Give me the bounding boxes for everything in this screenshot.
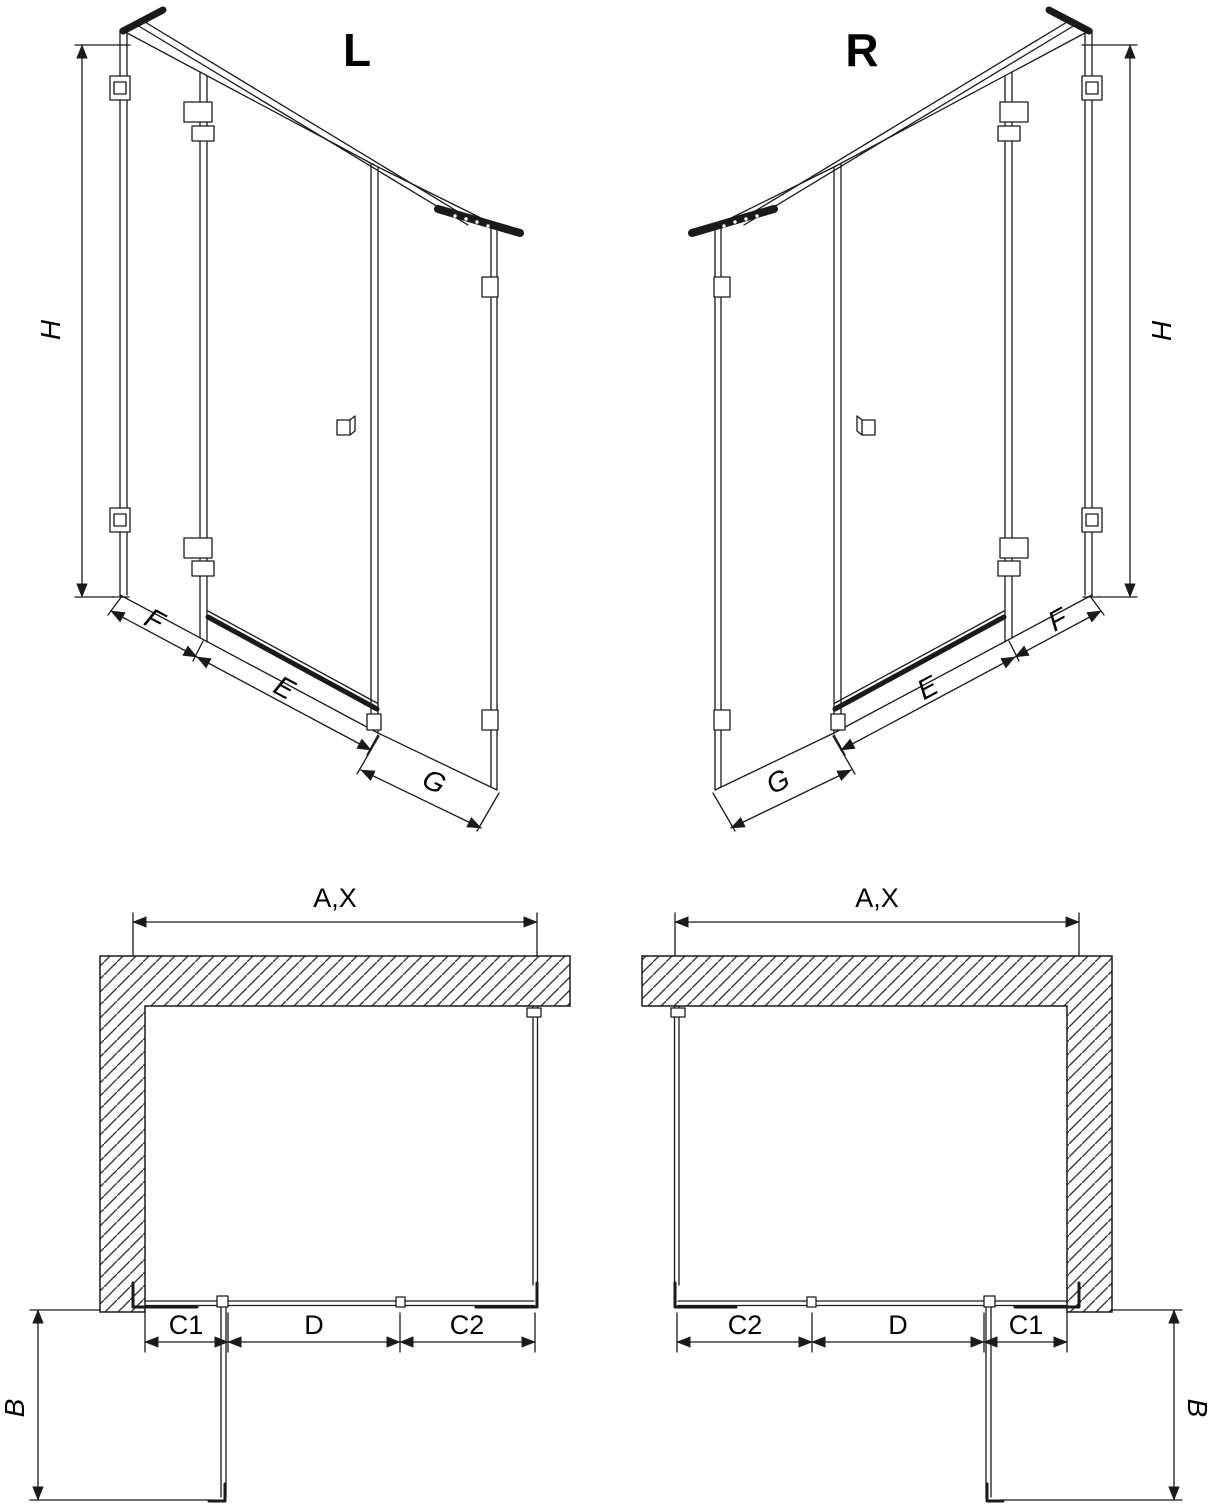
dim-label-height-right: H — [1146, 320, 1177, 341]
dim-label-c1-left: C1 — [169, 1310, 204, 1340]
dim-label-width-left: A,X — [313, 883, 357, 913]
dim-label-d-right: D — [888, 1310, 908, 1340]
dim-label-height-left: H — [35, 319, 66, 340]
dim-label-door-left: E — [269, 670, 300, 706]
dim-label-width-right: A,X — [855, 883, 899, 913]
view-title-left: L — [343, 24, 371, 76]
view-title-right: R — [845, 24, 878, 76]
iso-view-left: L H F E G — [35, 10, 520, 831]
plan-view-left: A,X C1 D C2 B — [0, 883, 571, 1501]
dim-label-d-left: D — [304, 1310, 324, 1340]
dim-label-c2-left: C2 — [450, 1310, 485, 1340]
dim-label-b-left: B — [0, 1399, 30, 1418]
dim-label-c2-right: C2 — [728, 1310, 763, 1340]
dim-label-side-panel-left: G — [418, 763, 451, 800]
dim-label-side-panel-right: G — [761, 763, 794, 800]
iso-right-geometry — [692, 10, 1137, 831]
plan-left-walls — [99, 955, 571, 1313]
dim-label-door-right: E — [912, 669, 943, 705]
iso-left-geometry — [75, 10, 520, 831]
dim-label-b-right: B — [1182, 1399, 1212, 1418]
plan-view-right: A,X C2 D C1 B — [641, 883, 1212, 1501]
plan-right-walls — [641, 955, 1113, 1313]
dim-label-c1-right: C1 — [1009, 1310, 1044, 1340]
iso-view-right: R H F E G — [692, 10, 1177, 831]
